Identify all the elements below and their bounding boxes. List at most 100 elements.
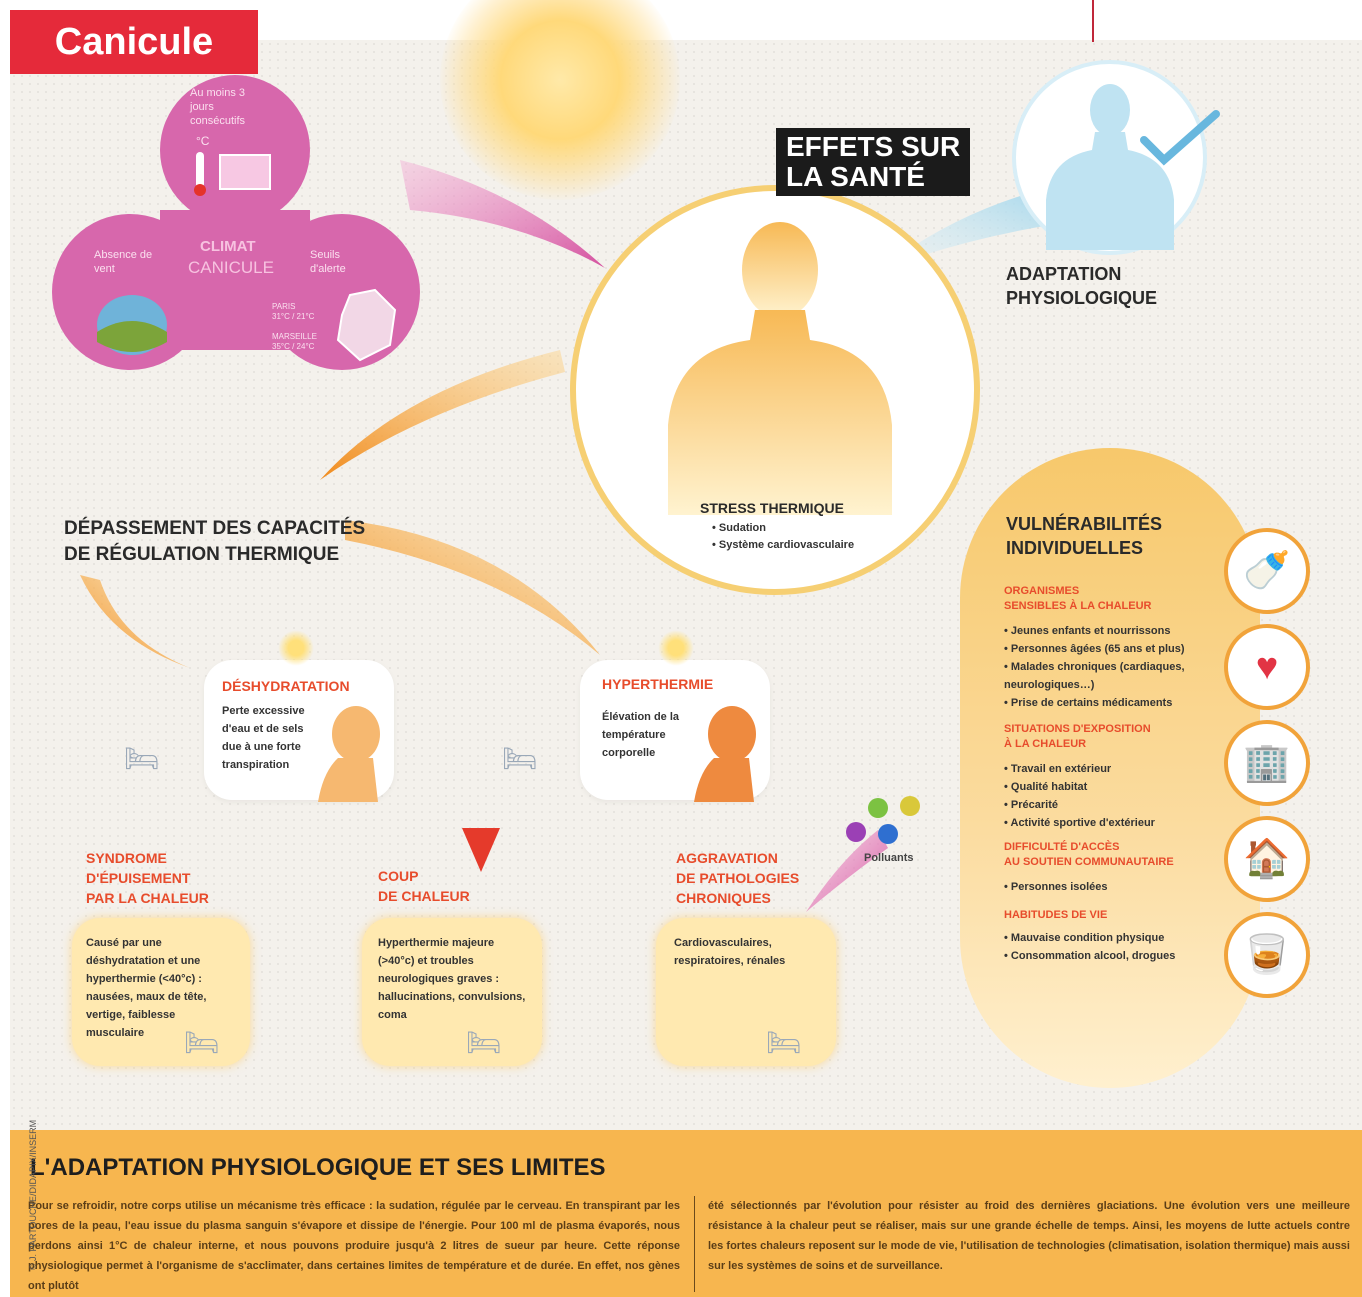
vuln-group-organismes: ORGANISMES SENSIBLES À LA CHALEUR Jeunes… <box>1004 584 1226 712</box>
vuln-group-title: SITUATIONS D'EXPOSITION <box>1004 723 1151 735</box>
sun-icon <box>440 0 680 200</box>
bottom-band: L'ADAPTATION PHYSIOLOGIQUE ET SES LIMITE… <box>10 1130 1362 1297</box>
coup-title-line: DE CHALEUR <box>378 888 470 904</box>
photo-credit: © J. PARTOUCHE/DIDAPIX/INSERM <box>28 1119 39 1271</box>
vuln-item: Jeunes enfants et nourrissons <box>1004 622 1226 640</box>
column-divider <box>694 1196 695 1292</box>
depassement-heading: DÉPASSEMENT DES CAPACITÉS DE RÉGULATION … <box>64 516 365 568</box>
building-icon: 🏢 <box>1224 720 1310 806</box>
adaptation-line2: PHYSIOLOGIQUE <box>1006 288 1158 308</box>
vuln-item: Travail en extérieur <box>1004 760 1226 778</box>
marseille-label: MARSEILLE <box>272 332 317 341</box>
vuln-item: Mauvaise condition physique <box>1004 929 1226 947</box>
marseille-values: 35°C / 24°C <box>272 342 315 351</box>
pink-ray <box>400 160 605 268</box>
vulnerabilites-heading: VULNÉRABILITÉS INDIVIDUELLES <box>1006 512 1162 560</box>
checkmark-icon <box>1140 110 1220 166</box>
head-profile-icon <box>318 706 380 802</box>
vuln-group-title: AU SOUTIEN COMMUNAUTAIRE <box>1004 856 1174 868</box>
climat-top-value: °C <box>196 134 210 148</box>
vuln-item: Qualité habitat <box>1004 778 1226 796</box>
polluants-label: Polluants <box>864 852 914 864</box>
pink-ray-small <box>806 830 888 912</box>
pollutant-molecule-icon <box>846 822 866 842</box>
orange-ray-1 <box>320 350 565 480</box>
climat-top-text: Au moins 3 jours consécutifs <box>190 87 246 127</box>
red-triangle <box>462 828 500 872</box>
vertical-rule <box>1092 0 1094 42</box>
deshydratation-title: DÉSHYDRATATION <box>222 678 350 694</box>
center-label-line1: EFFETS SUR <box>786 131 961 162</box>
aggravation-text: Cardiovasculaires, respiratoires, rénale… <box>674 937 786 967</box>
adaptation-silhouette-icon <box>1046 84 1174 250</box>
stress-item: Sudation <box>712 520 854 537</box>
syndrome-title-line: PAR LA CHALEUR <box>86 890 209 906</box>
orange-ray-2 <box>345 520 600 655</box>
glass-icon: 🥃 <box>1224 912 1310 998</box>
depassement-line1: DÉPASSEMENT DES CAPACITÉS <box>64 518 366 539</box>
stress-item: Système cardiovasculaire <box>712 537 854 554</box>
vuln-group-title: ORGANISMES <box>1004 585 1080 597</box>
coup-text: Hyperthermie majeure (>40°c) et troubles… <box>378 937 526 1021</box>
bottom-col-2: été sélectionnés par l'évolution pour ré… <box>708 1200 1350 1272</box>
aggravation-title-line: AGGRAVATION <box>676 850 778 866</box>
deshydratation-text: Perte excessive d'eau et de sels due à u… <box>222 705 305 771</box>
vuln-group-acces: DIFFICULTÉ D'ACCÈS AU SOUTIEN COMMUNAUTA… <box>1004 840 1226 896</box>
climat-title-1: CLIMAT <box>200 238 256 255</box>
vuln-group-title: SENSIBLES À LA CHALEUR <box>1004 600 1152 612</box>
bottom-col-1: Pour se refroidir, notre corps utilise u… <box>28 1200 680 1292</box>
vuln-group-situations: SITUATIONS D'EXPOSITION À LA CHALEUR Tra… <box>1004 722 1226 832</box>
hospital-bed-icon: 🛏 <box>466 1027 502 1058</box>
vulnerabilites-line1: VULNÉRABILITÉS <box>1006 514 1163 534</box>
paris-label: PARIS <box>272 302 296 311</box>
aggravation-title-line: DE PATHOLOGIES <box>676 870 800 886</box>
vuln-item: Consommation alcool, drogues <box>1004 947 1226 965</box>
aggravation-title: AGGRAVATION DE PATHOLOGIES CHRONIQUES <box>676 848 799 908</box>
head-profile-icon <box>694 706 756 802</box>
sun-small-icon <box>278 630 314 666</box>
climat-marseille: MARSEILLE 35°C / 24°C <box>272 332 317 352</box>
sun-small-icon <box>658 630 694 666</box>
paris-values: 31°C / 21°C <box>272 312 315 321</box>
climat-cloverleaf <box>52 75 420 370</box>
vulnerabilites-line2: INDIVIDUELLES <box>1006 538 1144 558</box>
heart-icon: ♥ <box>1224 624 1310 710</box>
isolated-house-icon: 🏠 <box>1224 816 1310 902</box>
vuln-item: Malades chroniques (cardiaques, neurolog… <box>1004 658 1226 694</box>
france-map-icon <box>336 288 397 362</box>
hyperthermie-title: HYPERTHERMIE <box>602 676 714 692</box>
pollutant-molecule-icon <box>900 796 920 816</box>
climat-title-2: CANICULE <box>188 258 274 277</box>
syndrome-title-line: SYNDROME <box>86 850 167 866</box>
coup-cloud <box>362 918 542 1066</box>
coup-title: COUP DE CHALEUR <box>378 866 470 906</box>
syndrome-cloud <box>72 918 250 1066</box>
vuln-item: Activité sportive d'extérieur <box>1004 814 1226 832</box>
orange-ray-3 <box>80 575 190 668</box>
syndrome-title: SYNDROME D'ÉPUISEMENT PAR LA CHALEUR <box>86 848 209 908</box>
bottom-title: L'ADAPTATION PHYSIOLOGIQUE ET SES LIMITE… <box>30 1154 606 1181</box>
hospital-bed-icon: 🛏 <box>124 743 160 774</box>
vuln-item: Prise de certains médicaments <box>1004 694 1226 712</box>
vuln-group-title: HABITUDES DE VIE <box>1004 909 1108 921</box>
vuln-group-title: DIFFICULTÉ D'ACCÈS <box>1004 841 1120 853</box>
aggravation-cloud <box>656 918 836 1066</box>
syndrome-title-line: D'ÉPUISEMENT <box>86 870 191 886</box>
climat-paris: PARIS 31°C / 21°C <box>272 302 314 322</box>
vuln-group-habitudes: HABITUDES DE VIE Mauvaise condition phys… <box>1004 908 1226 965</box>
stress-title: STRESS THERMIQUE <box>700 500 844 516</box>
page-title: Canicule <box>10 10 258 74</box>
baby-bottle-icon: 🍼 <box>1224 528 1310 614</box>
coup-title-line: COUP <box>378 868 419 884</box>
vuln-item: Personnes âgées (65 ans et plus) <box>1004 640 1226 658</box>
hospital-bed-icon: 🛏 <box>502 743 538 774</box>
center-label: EFFETS SUR LA SANTÉ <box>776 128 971 196</box>
hyperthermie-text: Élévation de la température corporelle <box>602 711 680 759</box>
adaptation-line1: ADAPTATION <box>1006 264 1122 284</box>
thermometer-icon <box>196 152 204 188</box>
center-label-line2: LA SANTÉ <box>786 161 925 192</box>
hospital-bed-icon: 🛏 <box>766 1027 802 1058</box>
vuln-item: Précarité <box>1004 796 1226 814</box>
climat-right-text: Seuils d'alerte <box>310 249 346 275</box>
